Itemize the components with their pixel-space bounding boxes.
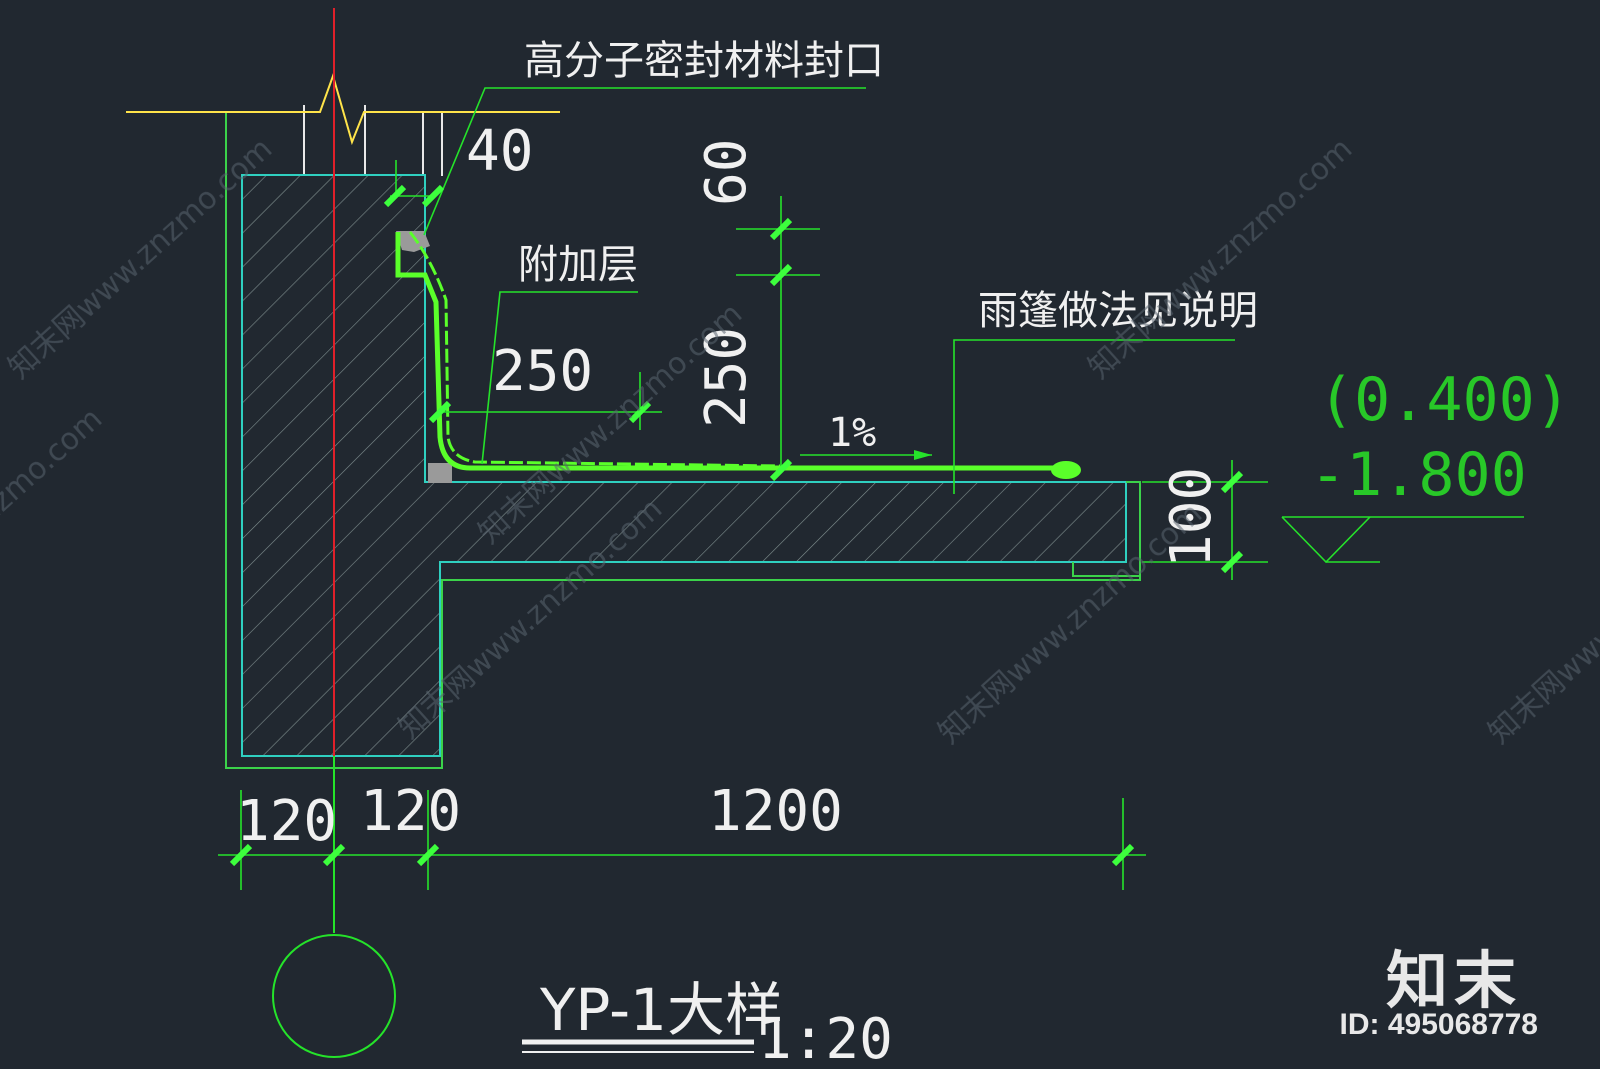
dim-slab-100: 100	[1159, 467, 1224, 568]
dim-vertical-250: 250	[694, 327, 759, 428]
dim-wall-left: 120	[236, 789, 337, 854]
wall-outline	[225, 112, 1141, 769]
dimension-lines	[218, 160, 1268, 890]
dim-wall-right: 120	[360, 779, 461, 844]
drawing-scale: 1:20	[758, 1007, 893, 1069]
label-canopy-note: 雨篷做法见说明	[978, 288, 1258, 334]
watermark-6: 知末网www.znzmo.com	[1482, 496, 1600, 751]
elevation-upper: (0.400)	[1318, 365, 1571, 435]
label-sealant: 高分子密封材料封口	[524, 38, 884, 84]
dimension-ticks	[229, 184, 1244, 867]
membrane-additional-layer	[408, 231, 781, 468]
elevation-lower: -1.800	[1310, 440, 1527, 510]
slope-arrow	[914, 450, 932, 460]
label-additional-layer: 附加层	[518, 242, 638, 288]
brand-logo: 知末	[1385, 947, 1522, 1016]
dim-horizontal-250: 250	[492, 339, 593, 404]
leader-lines	[423, 87, 1235, 494]
watermark-1: 知末网www.znzmo.com	[2, 131, 279, 386]
drip-edge	[1072, 562, 1140, 577]
break-line	[126, 72, 560, 146]
sealant-end	[1051, 461, 1081, 479]
dim-canopy-length: 1200	[708, 779, 843, 844]
watermark-3: 知末网www.znzmo.com	[1082, 131, 1359, 386]
brand-id: ID: 495068778	[1339, 1008, 1539, 1041]
sealant-corner	[428, 463, 452, 483]
watermark-7: 知末网www.znzmo.com	[0, 401, 109, 656]
label-slope: 1%	[828, 410, 876, 456]
axis-bubble	[272, 934, 396, 1058]
waterproof-membrane	[395, 232, 1060, 471]
elevation-triangle	[1281, 516, 1371, 564]
dim-top-gap: 40	[466, 119, 533, 184]
dim-upturn-60: 60	[694, 139, 759, 206]
masonry-above	[303, 105, 443, 176]
drawing-title: YP-1大样	[539, 976, 783, 1044]
